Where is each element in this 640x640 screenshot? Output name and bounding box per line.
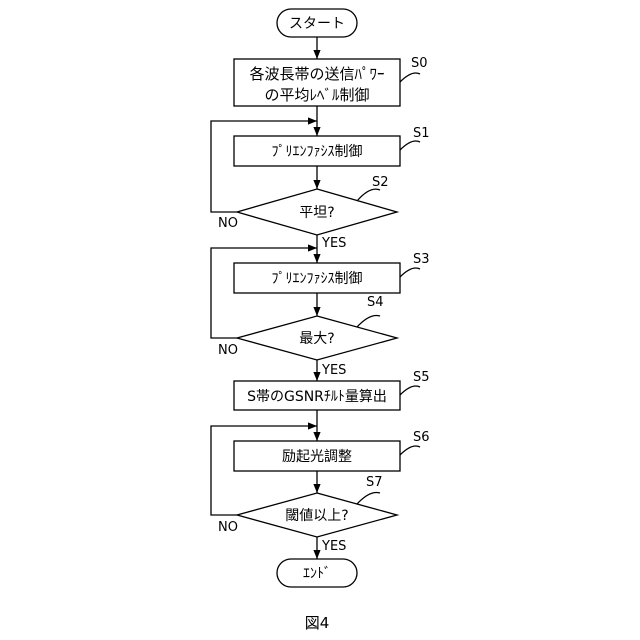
decision-s2-text: 平坦? <box>299 205 334 221</box>
step-s0-line1: 各波長帯の送信ﾊﾟﾜｰ <box>249 65 384 83</box>
step-s0-leader <box>400 73 420 82</box>
branch-yes-s7: YES <box>321 539 346 554</box>
decision-s4-leader <box>357 315 380 327</box>
step-s0: 各波長帯の送信ﾊﾟﾜｰ の平均ﾚﾍﾞﾙ制御 S0 <box>234 56 428 106</box>
step-s6-leader <box>400 446 420 455</box>
step-s3-text: ﾌﾟﾘｴﾝﾌｧｼｽ制御 <box>272 271 363 287</box>
step-s6-tag: S6 <box>413 430 430 445</box>
step-s5-text: S帯のGSNRﾁﾙﾄ量算出 <box>247 389 387 405</box>
step-s1-leader <box>400 141 420 150</box>
decision-s7-leader <box>357 492 380 504</box>
decision-s4-text: 最大? <box>299 331 334 347</box>
step-s5-tag: S5 <box>413 370 430 385</box>
start-terminal: スタート <box>277 9 357 37</box>
step-s6-text: 励起光調整 <box>282 449 352 465</box>
decision-s7-text: 閾値以上? <box>285 508 348 524</box>
branch-no-s2: NO <box>218 216 238 231</box>
step-s3: ﾌﾟﾘｴﾝﾌｧｼｽ制御 S3 <box>234 252 430 293</box>
figure-caption: 図4 <box>305 614 330 632</box>
step-s6: 励起光調整 S6 <box>234 430 430 471</box>
branch-yes-s4: YES <box>321 363 346 378</box>
decision-s4-tag: S4 <box>367 295 384 310</box>
step-s1: ﾌﾟﾘｴﾝﾌｧｼｽ制御 S1 <box>234 126 430 166</box>
step-s3-leader <box>400 268 420 277</box>
step-s0-tag: S0 <box>411 56 428 71</box>
decision-s2-tag: S2 <box>372 175 389 190</box>
branch-no-s7: NO <box>218 520 238 535</box>
step-s1-tag: S1 <box>413 126 430 141</box>
step-s5-leader <box>400 386 420 395</box>
branch-no-s4: NO <box>218 343 238 358</box>
decision-s7-tag: S7 <box>366 475 383 490</box>
start-label: スタート <box>289 16 345 32</box>
end-terminal: ｴﾝﾄﾞ <box>277 559 357 587</box>
step-s1-text: ﾌﾟﾘｴﾝﾌｧｼｽ制御 <box>272 144 363 160</box>
decision-s2-leader <box>357 189 380 201</box>
end-label: ｴﾝﾄﾞ <box>303 566 331 582</box>
step-s3-tag: S3 <box>413 252 430 267</box>
step-s0-line2: の平均ﾚﾍﾞﾙ制御 <box>264 86 369 104</box>
branch-yes-s2: YES <box>321 236 346 251</box>
